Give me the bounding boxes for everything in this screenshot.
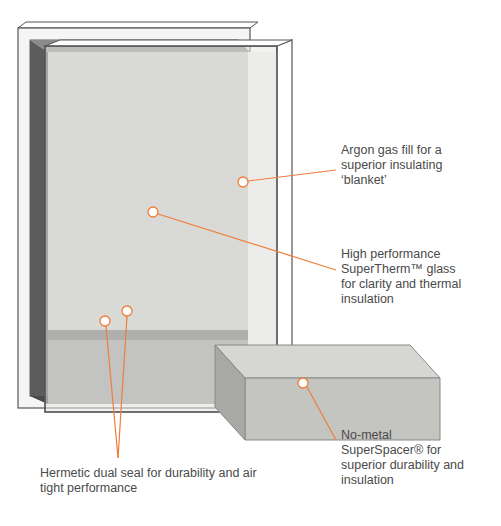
callout-label: Hermetic dual seal for durability and ai…: [40, 466, 270, 496]
leader-line: [307, 387, 336, 440]
front-pane-top-edge: [45, 40, 292, 46]
callout-dot: [100, 316, 110, 326]
back-pane-edge: [18, 22, 258, 28]
callout-dot: [122, 306, 132, 316]
leader-line: [158, 214, 336, 270]
callout-label: Argon gas fill for a superior insulating…: [341, 143, 476, 188]
callout-dot: [298, 378, 308, 388]
spacer-bar-top: [215, 345, 440, 378]
callout-label: High performance SuperTherm™ glass for c…: [341, 247, 469, 307]
glass-interior: [48, 52, 248, 330]
callout-label: No-metal SuperSpacer® for superior durab…: [341, 428, 471, 488]
leader-line: [106, 326, 118, 458]
leader-line: [118, 316, 127, 458]
leader-line: [248, 170, 336, 181]
callout-dot: [148, 207, 158, 217]
spacer-bar-side: [215, 345, 245, 440]
callout-dot: [238, 177, 248, 187]
